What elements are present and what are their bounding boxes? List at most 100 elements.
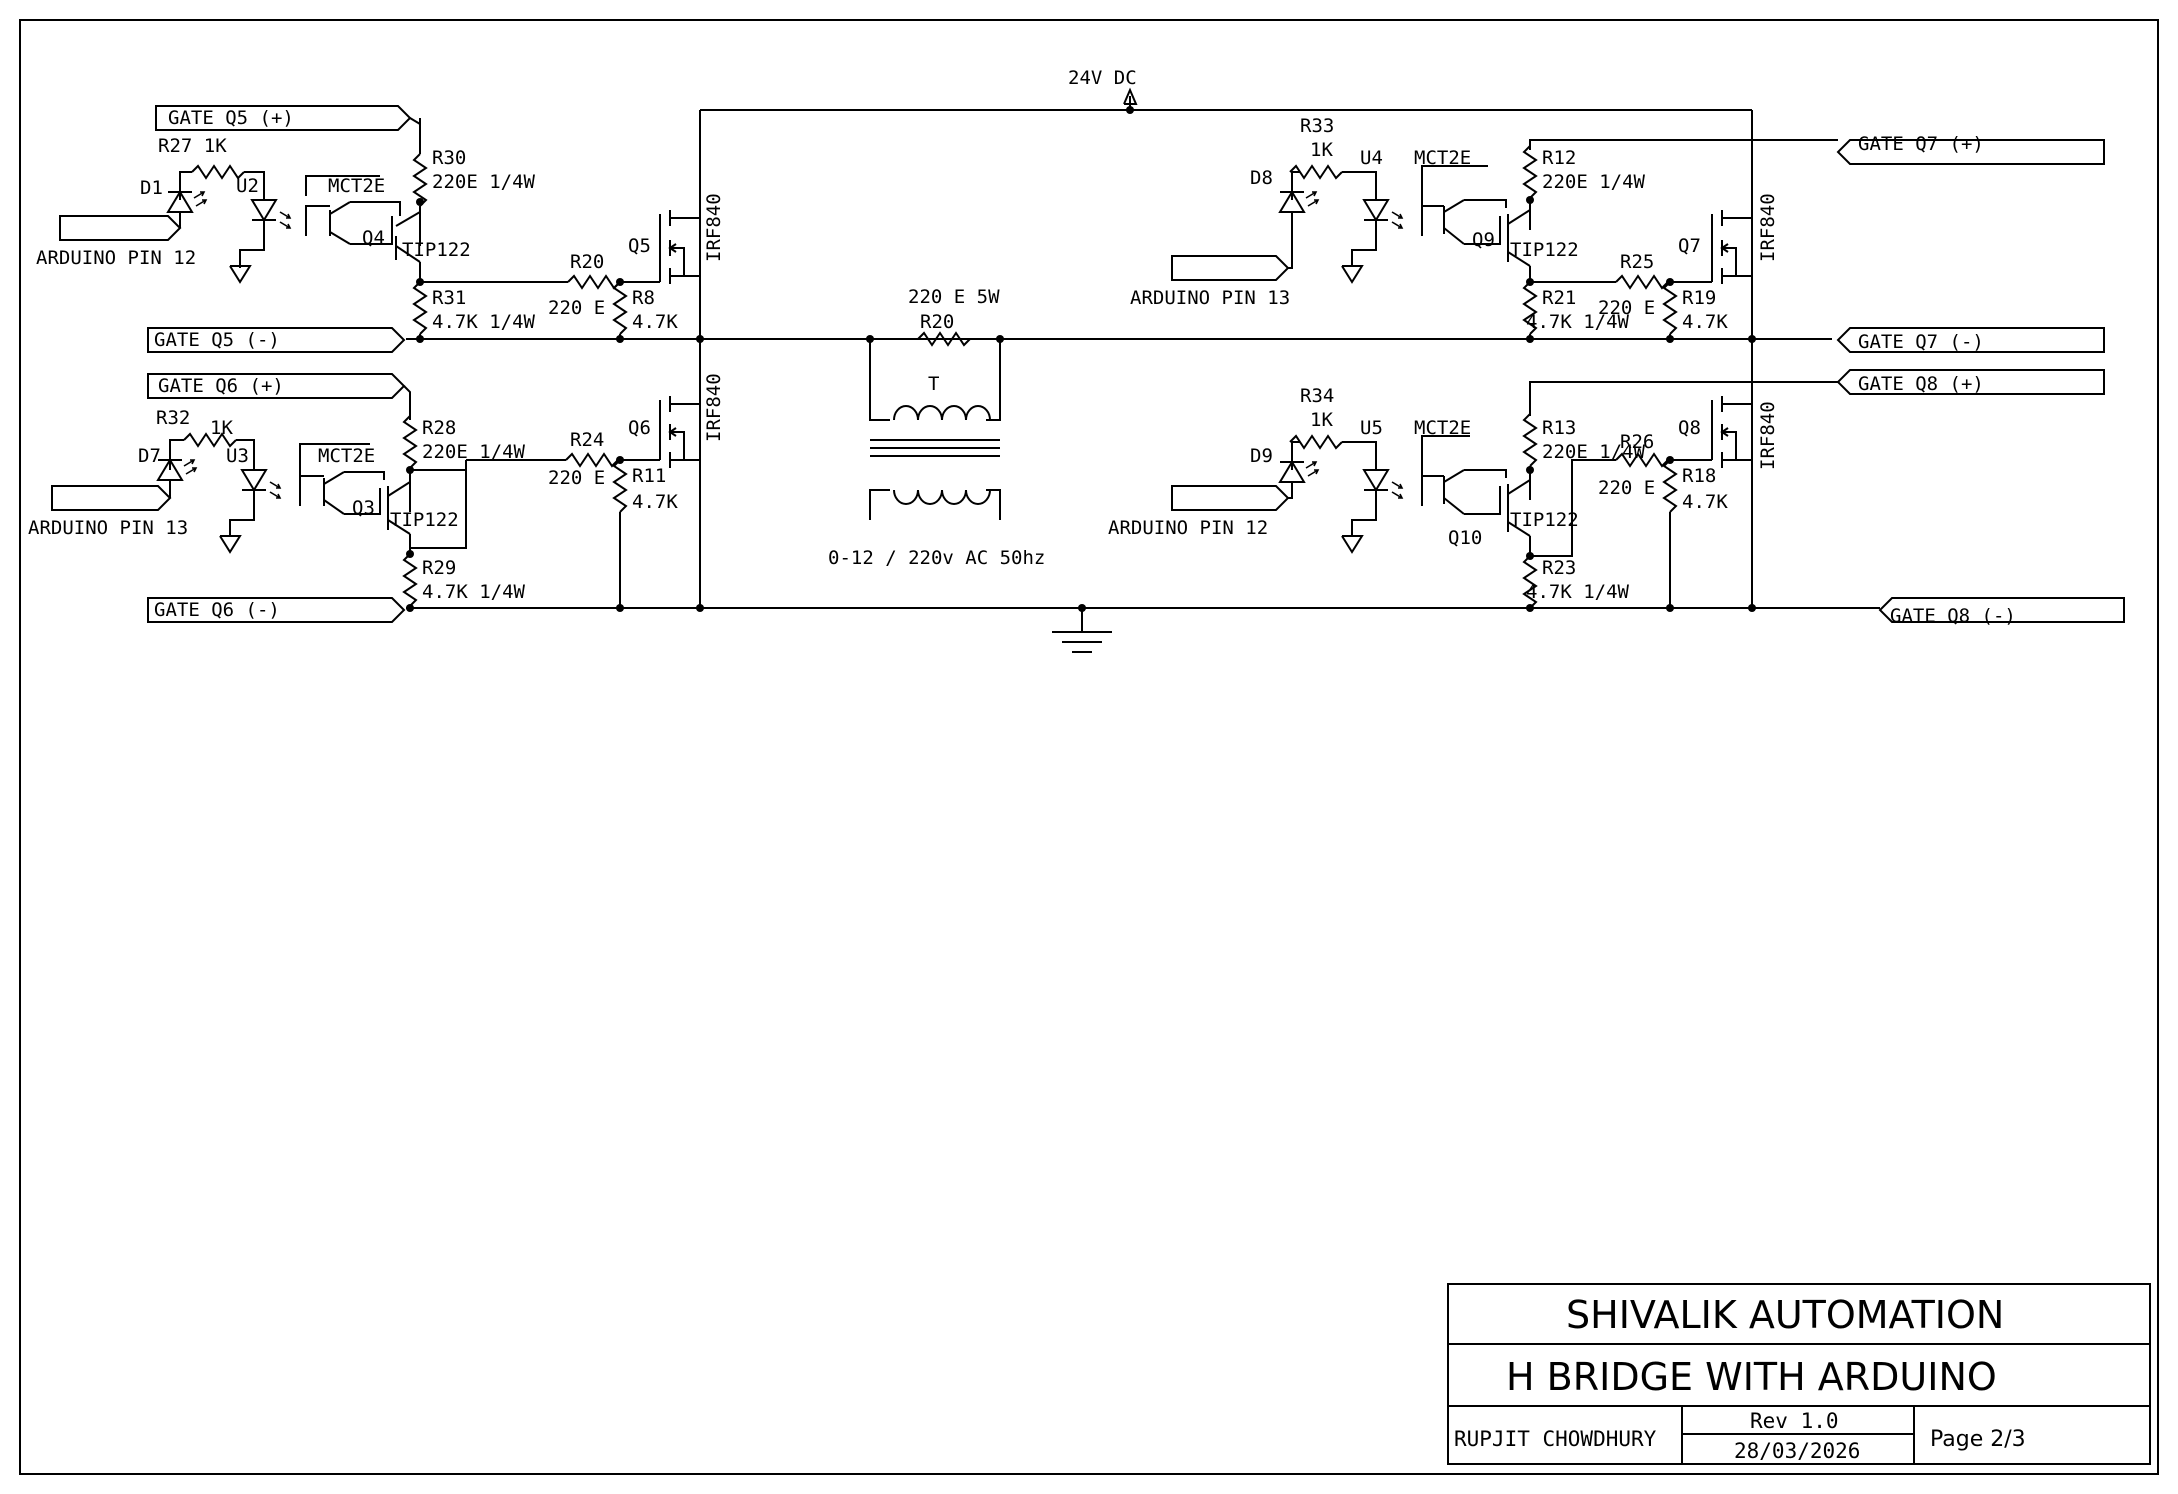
svg-text:GATE Q5 (-): GATE Q5 (-) [154,329,280,351]
svg-text:220E 1/4W: 220E 1/4W [422,441,526,463]
mosfet-q7: Q7 IRF840 [1678,193,1779,343]
port-gate-q5-pos [155,105,412,131]
svg-text:220 E: 220 E [548,297,605,319]
svg-text:Q4: Q4 [362,227,385,249]
transformer-t: 220 E 5W R20 T 0-12 / 220v AC 50hz [700,286,1752,569]
svg-text:R26: R26 [1620,431,1654,453]
svg-text:R13: R13 [1542,417,1576,439]
svg-text:ARDUINO PIN 12: ARDUINO PIN 12 [1108,517,1268,539]
transformer-rating: 0-12 / 220v AC 50hz [828,547,1045,569]
q5-driver: GATE Q5 (+) R30 220E 1/4W R27 1K D1 ARDU… [36,105,678,353]
svg-text:Q8: Q8 [1678,417,1701,439]
svg-text:4.7K 1/4W: 4.7K 1/4W [1526,581,1630,603]
r20b-ref: R20 [920,311,954,333]
mosfet-q5: Q5 IRF840 [628,110,725,343]
svg-text:220E 1/4W: 220E 1/4W [1542,171,1646,193]
svg-text:MCT2E: MCT2E [1414,417,1471,439]
svg-text:IRF840: IRF840 [703,193,725,262]
svg-text:GATE Q8 (+): GATE Q8 (+) [1858,373,1984,395]
port-gate-q8-neg [1878,597,2125,623]
svg-text:D9: D9 [1250,445,1273,467]
svg-text:R31: R31 [432,287,466,309]
svg-text:R24: R24 [570,429,604,451]
port-gate-q7-pos [1836,139,2105,165]
svg-text:1K: 1K [210,417,233,439]
svg-text:4.7K 1/4W: 4.7K 1/4W [422,581,526,603]
svg-text:R27 1K: R27 1K [158,135,227,157]
svg-text:4.7K: 4.7K [632,491,678,513]
svg-text:D8: D8 [1250,167,1273,189]
svg-text:Q9: Q9 [1472,229,1495,251]
svg-text:R19: R19 [1682,287,1716,309]
svg-text:4.7K: 4.7K [632,311,678,333]
svg-text:R28: R28 [422,417,456,439]
svg-text:MCT2E: MCT2E [328,175,385,197]
svg-text:GATE Q6 (+): GATE Q6 (+) [158,375,284,397]
svg-text:R11: R11 [632,465,666,487]
svg-text:GATE Q5 (+): GATE Q5 (+) [168,107,294,129]
r20b-value: 220 E 5W [908,286,1000,308]
svg-text:D1: D1 [140,177,163,199]
port-gate-q5-neg [147,327,406,353]
svg-text:TIP122: TIP122 [402,239,471,261]
svg-text:4.7K: 4.7K [1682,311,1728,333]
svg-text:1K: 1K [1310,409,1333,431]
svg-text:Q6: Q6 [628,417,651,439]
svg-text:GATE Q7 (-): GATE Q7 (-) [1858,331,1984,353]
supply-label: 24V DC [1068,67,1137,89]
port-arduino-pin-12-left [59,215,182,241]
svg-text:Q7: Q7 [1678,235,1701,257]
title-block: SHIVALIK AUTOMATION H BRIDGE WITH ARDUIN… [1447,1283,2151,1465]
svg-text:ARDUINO PIN 13: ARDUINO PIN 13 [1130,287,1290,309]
svg-text:R18: R18 [1682,465,1716,487]
port-gate-q8-pos [1836,369,2105,395]
svg-text:220 E: 220 E [1598,297,1655,319]
port-gate-q6-pos [147,373,406,399]
port-gate-q6-neg [147,597,406,623]
svg-text:R21: R21 [1542,287,1576,309]
q6-driver: GATE Q6 (+) R28 220E 1/4W R32 1K D7 ARDU… [28,373,678,623]
svg-text:U5: U5 [1360,417,1383,439]
svg-text:R23: R23 [1542,557,1576,579]
svg-text:R32: R32 [156,407,190,429]
port-arduino-pin-13-right [1171,255,1290,281]
svg-text:R8: R8 [632,287,655,309]
svg-text:IRF840: IRF840 [1757,401,1779,470]
svg-text:IRF840: IRF840 [1757,193,1779,262]
svg-text:R12: R12 [1542,147,1576,169]
drawing-title: H BRIDGE WITH ARDUINO [1506,1355,1997,1399]
sheet-border [19,19,2159,1475]
svg-text:R30: R30 [432,147,466,169]
svg-text:GATE Q6 (-): GATE Q6 (-) [154,599,280,621]
mosfet-q8: Q8 IRF840 [1678,396,1779,612]
svg-text:ARDUINO PIN 13: ARDUINO PIN 13 [28,517,188,539]
q8-driver: GATE Q8 (+) R13 220E 1/4W R34 1K D9 ARDU… [1108,369,2125,627]
svg-text:220 E: 220 E [548,467,605,489]
date: 28/03/2026 [1734,1439,1860,1463]
transformer-ref: T [928,373,939,395]
svg-text:Q10: Q10 [1448,527,1482,549]
svg-text:Q5: Q5 [628,235,651,257]
svg-text:ARDUINO PIN 12: ARDUINO PIN 12 [36,247,196,269]
svg-text:Q3: Q3 [352,497,375,519]
svg-text:R20: R20 [570,251,604,273]
svg-text:IRF840: IRF840 [703,373,725,442]
mosfet-q6: Q6 IRF840 [628,373,725,612]
svg-text:220E 1/4W: 220E 1/4W [432,171,536,193]
svg-text:220 E: 220 E [1598,477,1655,499]
svg-text:R33: R33 [1300,115,1334,137]
svg-text:R29: R29 [422,557,456,579]
svg-text:U2: U2 [236,175,259,197]
svg-text:GATE Q7 (+): GATE Q7 (+) [1858,133,1984,155]
svg-text:1K: 1K [1310,139,1333,161]
svg-text:R34: R34 [1300,385,1334,407]
page-number: Page 2/3 [1930,1427,2026,1452]
company-name: SHIVALIK AUTOMATION [1566,1293,2004,1337]
svg-text:4.7K: 4.7K [1682,491,1728,513]
svg-text:R25: R25 [1620,251,1654,273]
revision: Rev 1.0 [1750,1409,1839,1433]
svg-text:MCT2E: MCT2E [1414,147,1471,169]
svg-text:U4: U4 [1360,147,1383,169]
port-arduino-pin-13-left [51,485,172,511]
